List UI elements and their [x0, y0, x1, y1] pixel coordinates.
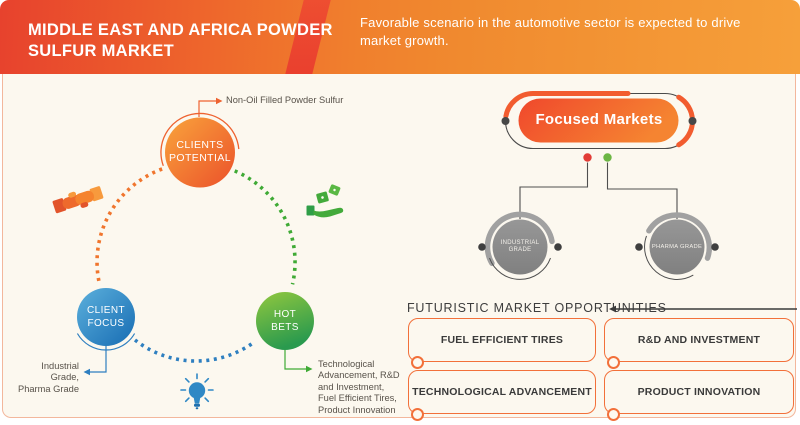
hot-bets-label: HOT BETS [271, 309, 299, 333]
pharma-grade-label: PHARMA GRADE [651, 244, 703, 250]
opportunity-label: TECHNOLOGICAL ADVANCEMENT [412, 386, 592, 398]
focused-markets-pill [518, 98, 679, 143]
clients-potential-circle [165, 117, 235, 188]
industrial-left-dot [478, 243, 486, 251]
focused-markets-title: Focused Markets [535, 111, 663, 128]
pharma-grade-circle [649, 219, 705, 275]
opportunities-title: FUTURISTIC MARKET OPPORTUNITIES [407, 301, 667, 315]
clients-potential-ring [160, 112, 240, 167]
focused-markets-top-arc [503, 90, 631, 119]
clients-potential-label: CLIENTS POTENTIAL [169, 139, 231, 164]
top-callout-arrow [216, 97, 223, 105]
opportunity-label: R&D AND INVESTMENT [637, 334, 761, 346]
pharma-grade-thin-ring [644, 235, 694, 280]
opportunity-box-fuel-efficient-tires: FUEL EFFICIENT TIRES [408, 318, 596, 369]
red-branch-dot [583, 153, 592, 162]
top-callout-text: Non-Oil Filled Powder Sulfur [226, 95, 344, 105]
opportunity-box-technological-advancement: TECHNOLOGICAL ADVANCEMENT [408, 370, 596, 421]
right-callout-line [284, 350, 306, 370]
blue-dotted-arc [133, 338, 254, 363]
box-corner-dot [411, 355, 424, 369]
handshake-icon [52, 186, 104, 214]
opportunity-box-rd-and-investment: R&D AND INVESTMENT [604, 318, 794, 369]
industrial-grade-thick-ring [484, 211, 555, 267]
industrial-grade-circle [492, 219, 548, 275]
orange-dotted-arc [95, 167, 163, 283]
client-focus-label: CLIENT FOCUS [87, 305, 125, 329]
opportunities-arrow-head [609, 305, 616, 313]
pill-right-dot [688, 117, 697, 125]
opportunity-box-product-innovation: PRODUCT INNOVATION [604, 370, 794, 421]
industrial-grade-label: INDUSTRIAL GRADE [500, 240, 540, 253]
top-callout-line [198, 100, 216, 117]
header-banner: MIDDLE EAST AND AFRICA POWDER SULFUR MAR… [0, 0, 800, 74]
diagram-graphics [52, 90, 797, 410]
hot-bets-circle [256, 292, 314, 350]
client-focus-circle [77, 288, 135, 346]
box-corner-dot [607, 407, 620, 421]
connector-pharma [606, 162, 678, 219]
pharma-left-dot [635, 243, 643, 251]
left-callout-line [90, 346, 107, 373]
left-callout-text: Industrial Grade, Pharma Grade [18, 361, 79, 394]
header-subtitle: Favorable scenario in the automotive sec… [360, 15, 741, 48]
left-callout-arrow [83, 368, 90, 376]
industrial-right-dot [554, 243, 562, 251]
pill-left-dot [501, 117, 510, 125]
lightbulb-icon [180, 373, 214, 410]
money-in-hand-icon [306, 184, 344, 218]
pharma-grade-thick-ring [646, 212, 712, 261]
green-branch-dot [603, 153, 612, 162]
box-corner-dot [607, 355, 620, 369]
connector-industrial [519, 162, 589, 219]
right-callout-text: Technological Advancement, R&D and Inves… [318, 359, 400, 415]
industrial-grade-thin-ring [489, 257, 551, 280]
opportunity-label: FUEL EFFICIENT TIRES [440, 334, 564, 346]
right-callout-arrow [306, 365, 313, 373]
opportunity-label: PRODUCT INNOVATION [637, 386, 761, 398]
page-title: MIDDLE EAST AND AFRICA POWDER SULFUR MAR… [28, 21, 333, 60]
green-dotted-arc [233, 169, 297, 285]
box-corner-dot [411, 407, 424, 421]
pharma-right-dot [711, 243, 719, 251]
